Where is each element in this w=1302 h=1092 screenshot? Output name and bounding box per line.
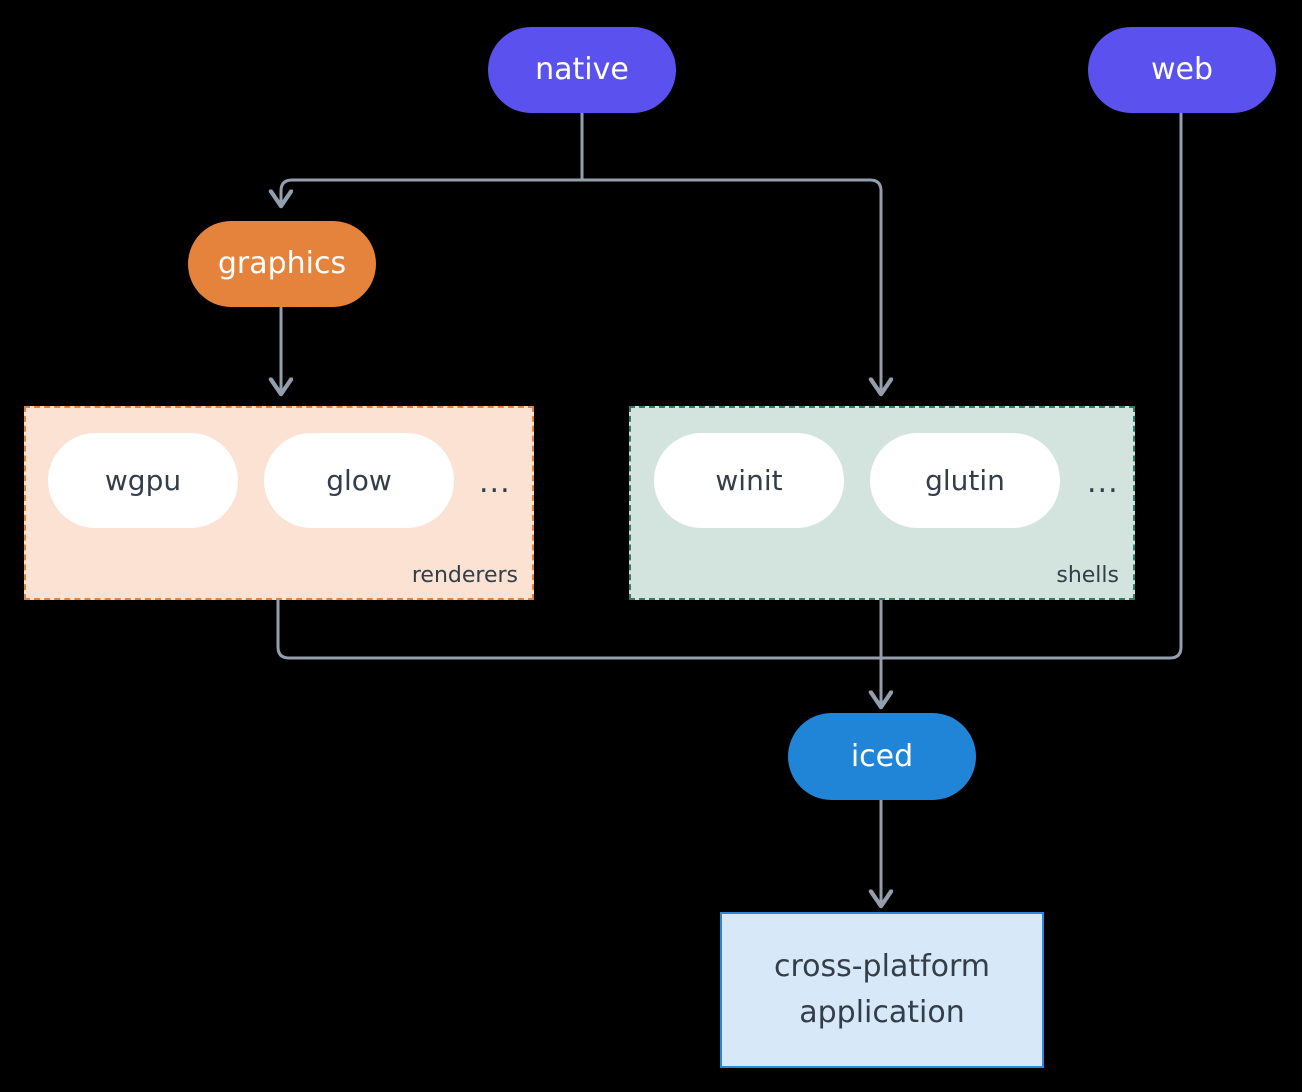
edge-native-to-shells xyxy=(580,178,881,393)
node-graphics[interactable]: graphics xyxy=(188,221,376,307)
application-label-line2: application xyxy=(799,995,965,1030)
node-iced[interactable]: iced xyxy=(788,713,976,800)
edge-native-to-graphics xyxy=(281,178,584,205)
renderers-ellipsis: ... xyxy=(479,465,511,500)
node-glow-label: glow xyxy=(326,463,392,497)
node-glutin-label: glutin xyxy=(925,463,1005,497)
node-winit-label: winit xyxy=(715,463,783,497)
application-label-line1: cross-platform xyxy=(773,948,991,984)
node-native[interactable]: native xyxy=(488,27,676,113)
node-application-text: cross-platform application xyxy=(774,944,990,1037)
node-winit[interactable]: winit xyxy=(654,433,844,528)
cluster-shells-label: shells xyxy=(1056,563,1119,588)
node-wgpu-label: wgpu xyxy=(104,463,182,497)
node-glutin[interactable]: glutin xyxy=(870,433,1060,528)
node-wgpu[interactable]: wgpu xyxy=(48,433,238,528)
node-iced-label: iced xyxy=(850,738,914,774)
node-application[interactable]: cross-platform application xyxy=(720,912,1044,1068)
node-web[interactable]: web xyxy=(1088,27,1276,113)
shells-ellipsis: ... xyxy=(1087,465,1119,500)
node-web-label: web xyxy=(1150,52,1214,88)
node-native-label: native xyxy=(535,52,629,88)
node-graphics-label: graphics xyxy=(217,246,347,282)
edge-renderers-to-iced xyxy=(276,598,883,660)
cluster-renderers-label: renderers xyxy=(411,563,518,588)
node-glow[interactable]: glow xyxy=(264,433,454,528)
